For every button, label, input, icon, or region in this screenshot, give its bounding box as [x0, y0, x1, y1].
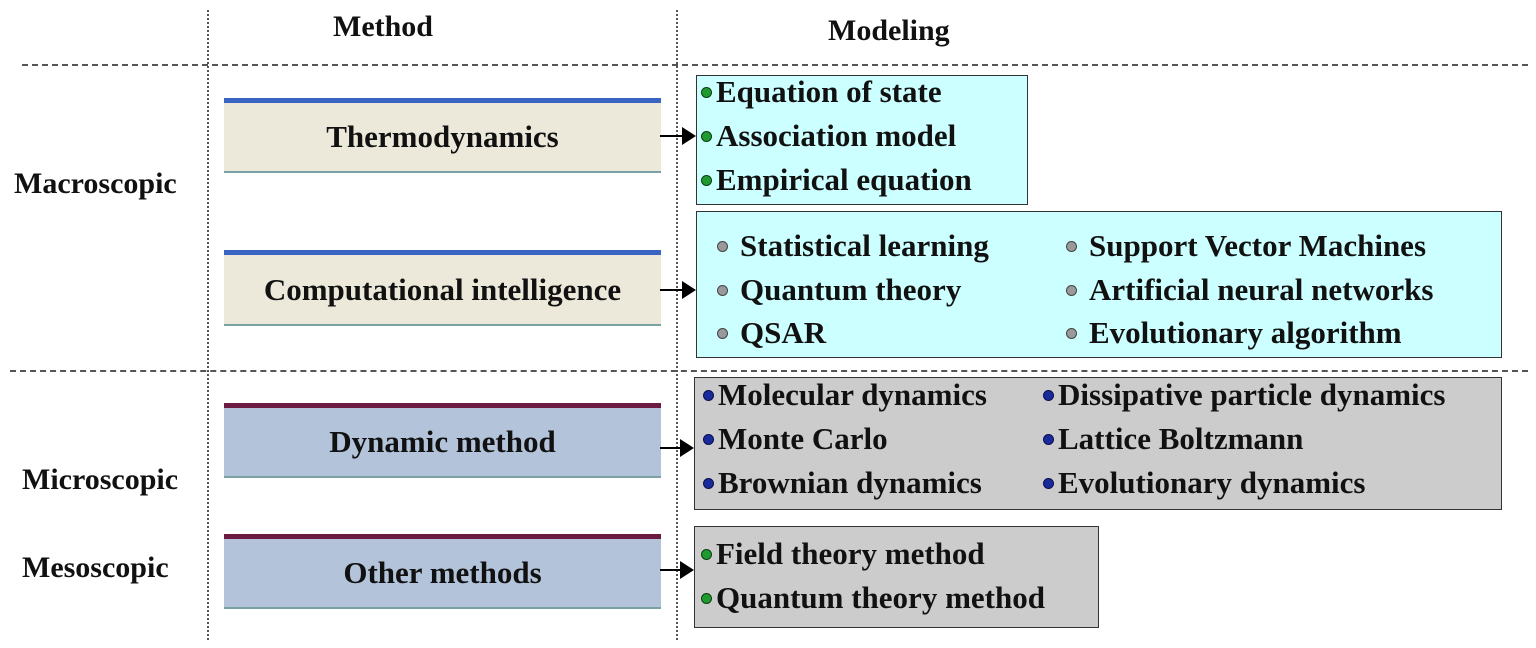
list-item: Association model	[701, 116, 956, 156]
list-item: Monte Carlo	[703, 419, 888, 459]
bullet-icon	[1066, 240, 1077, 252]
method-other-methods: Other methods	[224, 534, 661, 609]
list-item: Equation of state	[701, 72, 942, 112]
model-box-thermodynamics: Equation of state Association model Empi…	[696, 72, 1028, 205]
list-item: Statistical learning	[717, 226, 989, 266]
list-item: Brownian dynamics	[703, 463, 982, 503]
list-item: Quantum theory	[717, 270, 961, 310]
list-item: Field theory method	[701, 534, 985, 574]
list-item: Quantum theory method	[701, 578, 1045, 618]
list-item: Evolutionary dynamics	[1043, 463, 1365, 503]
model-box-dynamic-method: Molecular dynamics Monte Carlo Brownian …	[694, 377, 1502, 510]
list-item: Support Vector Machines	[1066, 226, 1426, 266]
bullet-icon	[717, 240, 728, 252]
list-item: Empirical equation	[701, 160, 972, 200]
bullet-icon	[701, 86, 712, 98]
bullet-icon	[703, 477, 714, 489]
method-thermodynamics: Thermodynamics	[224, 98, 661, 173]
bullet-icon	[1043, 477, 1054, 489]
bullet-icon	[701, 130, 712, 142]
header-modeling: Modeling	[828, 14, 950, 47]
bullet-icon	[1066, 284, 1077, 296]
arrow-other-methods	[660, 561, 694, 579]
list-item: Dissipative particle dynamics	[1043, 375, 1446, 415]
bullet-icon	[701, 548, 712, 560]
bullet-icon	[701, 592, 712, 604]
list-item: Lattice Boltzmann	[1043, 419, 1303, 459]
scale-microscopic: Microscopic	[22, 463, 179, 496]
method-computational-intelligence: Computational intelligence	[224, 250, 661, 326]
bullet-icon	[703, 433, 714, 445]
column-divider-left	[207, 10, 209, 640]
bullet-icon	[717, 284, 728, 296]
model-box-computational-intelligence: Statistical learning Quantum theory QSAR…	[696, 211, 1502, 358]
model-box-other-methods: Field theory method Quantum theory metho…	[694, 526, 1099, 628]
header-method: Method	[333, 10, 433, 43]
scale-macroscopic: Macroscopic	[14, 167, 177, 200]
arrow-computational-intelligence	[660, 281, 696, 299]
bullet-icon	[1043, 433, 1054, 445]
scale-mesoscopic: Mesoscopic	[22, 551, 169, 584]
list-item: Artificial neural networks	[1066, 270, 1433, 310]
list-item: Evolutionary algorithm	[1066, 313, 1402, 353]
arrow-dynamic-method	[660, 439, 694, 457]
bullet-icon	[1066, 327, 1077, 339]
header-divider	[22, 64, 1528, 66]
list-item: QSAR	[717, 313, 826, 353]
bullet-icon	[1043, 389, 1054, 401]
scale-divider	[10, 370, 1528, 372]
bullet-icon	[717, 327, 728, 339]
bullet-icon	[701, 174, 712, 186]
method-dynamic-method: Dynamic method	[224, 403, 661, 478]
bullet-icon	[703, 389, 714, 401]
list-item: Molecular dynamics	[703, 375, 987, 415]
column-divider-right	[676, 10, 678, 640]
arrow-thermodynamics	[660, 127, 696, 145]
